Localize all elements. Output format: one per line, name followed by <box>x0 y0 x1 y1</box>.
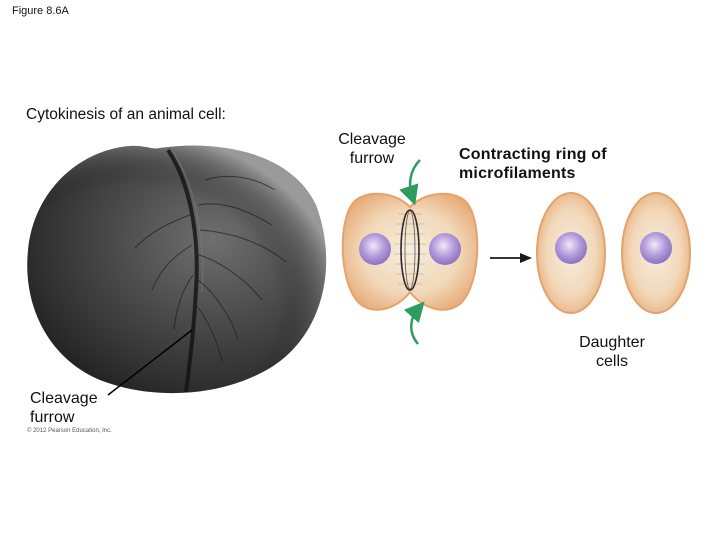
sem-micrograph-image <box>27 145 327 394</box>
daughter-cell-right <box>621 192 691 314</box>
contracting-ring-label: Contracting ring of microfilaments <box>459 146 607 182</box>
copyright-notice: © 2012 Pearson Education, Inc. <box>27 428 112 434</box>
cleavage-furrow-pointer-line <box>107 329 193 396</box>
cleavage-furrow-label-top: Cleavage furrow <box>338 131 406 167</box>
figure-label: Figure 8.6A <box>12 5 69 17</box>
daughter-cells-label: Daughter cells <box>579 334 645 370</box>
top-inward-arrow <box>399 159 421 206</box>
daughter-cell-left <box>536 192 606 314</box>
diagram-subtitle: Cytokinesis of an animal cell: <box>26 106 226 123</box>
progression-arrow <box>490 253 532 263</box>
nucleus-right <box>429 233 461 265</box>
nucleus-left <box>359 233 391 265</box>
contracting-ring <box>400 209 420 291</box>
cleavage-furrow-label-bottom: Cleavage furrow <box>30 390 98 426</box>
dividing-cell <box>341 192 479 311</box>
bottom-inward-arrow <box>403 301 425 345</box>
